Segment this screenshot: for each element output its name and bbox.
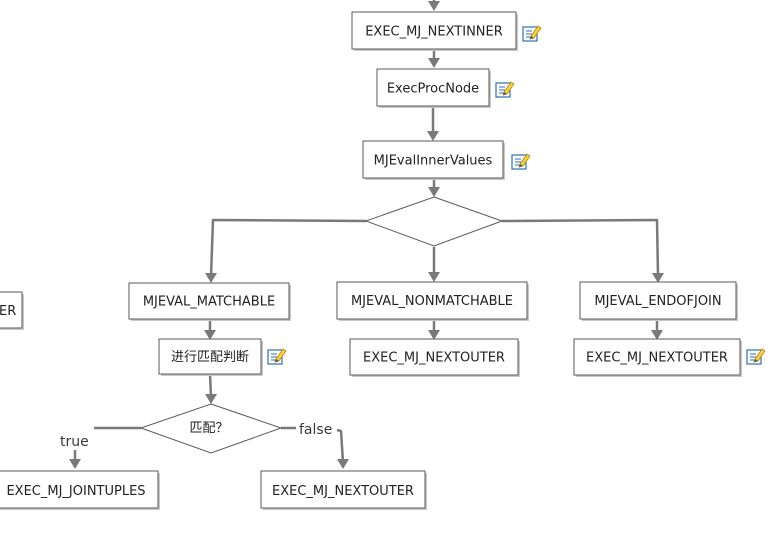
arrowhead-true-jointuples bbox=[69, 459, 81, 469]
node-exec-mj-nextinner[interactable]: EXEC_MJ_NEXTINNER bbox=[351, 11, 518, 51]
node-mjevalinnervalues[interactable]: MJEvalInnerValues bbox=[362, 140, 505, 180]
edit-note-icon[interactable] bbox=[511, 153, 531, 170]
edit-note-icon[interactable] bbox=[746, 348, 766, 365]
edit-note-icon[interactable] bbox=[495, 81, 515, 98]
edge-false-nextouter bbox=[336, 428, 345, 463]
arrowhead-check-decision bbox=[205, 394, 217, 404]
node-execprocnode[interactable]: ExecProcNode bbox=[376, 68, 491, 108]
arrowhead-nextinner-execprocnode bbox=[428, 58, 440, 68]
branch-decision-diamond[interactable] bbox=[364, 196, 504, 247]
arrowhead-diamond-matchable bbox=[205, 273, 217, 283]
arrowhead-matchable-check bbox=[204, 330, 216, 340]
node-exec-mj-nextouter-right[interactable]: EXEC_MJ_NEXTOUTER bbox=[573, 338, 742, 377]
arrowhead-nonmatchable-nextouter bbox=[428, 330, 440, 340]
node-exec-mj-nextouter-middle[interactable]: EXEC_MJ_NEXTOUTER bbox=[349, 338, 520, 377]
edit-note-icon[interactable] bbox=[267, 348, 287, 365]
edge-label-true: true bbox=[60, 434, 89, 450]
node-label-mjeval-endofjoin: MJEVAL_ENDOFJOIN bbox=[594, 294, 721, 309]
arrowhead-execprocnode-innervalues bbox=[427, 131, 439, 141]
node-mjeval-endofjoin[interactable]: MJEVAL_ENDOFJOIN bbox=[579, 281, 738, 321]
node-label-exec-mj-nextouter-middle: EXEC_MJ_NEXTOUTER bbox=[363, 351, 505, 366]
node-label-exec-mj-nextouter-right: EXEC_MJ_NEXTOUTER bbox=[586, 351, 728, 366]
node-mjeval-matchable[interactable]: MJEVAL_MATCHABLE bbox=[128, 282, 291, 321]
node-label-exec-mj-nextouter-bottom: EXEC_MJ_NEXTOUTER bbox=[272, 484, 414, 499]
node-label-mjeval-nonmatchable: MJEVAL_NONMATCHABLE bbox=[351, 294, 513, 309]
arrowhead-endofjoin-nextouter bbox=[651, 330, 663, 340]
edge-diamond-matchable bbox=[209, 218, 367, 277]
edit-note-icon[interactable] bbox=[522, 25, 542, 42]
edge-label-false: false bbox=[299, 422, 332, 438]
arrowhead-diamond-endofjoin bbox=[652, 273, 664, 283]
node-mjeval-nonmatchable[interactable]: MJEVAL_NONMATCHABLE bbox=[336, 281, 529, 321]
edges bbox=[69, 0, 664, 469]
node-exec-mj-nextouter-bottom[interactable]: EXEC_MJ_NEXTOUTER bbox=[260, 470, 427, 510]
node-left-cutoff[interactable]: ER bbox=[0, 291, 24, 330]
match-decision-diamond[interactable] bbox=[139, 403, 283, 454]
arrowhead-false-nextouter bbox=[337, 459, 349, 469]
node-label-left-cutoff: ER bbox=[0, 304, 16, 319]
arrowhead-top-incoming bbox=[428, 1, 440, 11]
node-label-exec-mj-jointuples: EXEC_MJ_JOINTUPLES bbox=[6, 484, 145, 499]
node-label-exec-mj-nextinner: EXEC_MJ_NEXTINNER bbox=[365, 25, 503, 40]
arrowhead-diamond-nonmatchable bbox=[428, 272, 440, 282]
node-label-execprocnode: ExecProcNode bbox=[387, 82, 479, 97]
edge-diamond-endofjoin bbox=[501, 218, 660, 277]
match-decision-label: 匹配？ bbox=[189, 421, 228, 436]
edge-check-decision bbox=[208, 373, 213, 398]
node-label-match-check: 进行匹配判断 bbox=[171, 350, 249, 365]
arrowhead-innervalues-diamond bbox=[428, 187, 440, 197]
node-label-mjevalinnervalues: MJEvalInnerValues bbox=[374, 154, 493, 169]
node-match-check[interactable]: 进行匹配判断 bbox=[158, 338, 263, 376]
node-exec-mj-jointuples[interactable]: EXEC_MJ_JOINTUPLES bbox=[0, 470, 160, 510]
node-label-mjeval-matchable: MJEVAL_MATCHABLE bbox=[143, 295, 275, 310]
